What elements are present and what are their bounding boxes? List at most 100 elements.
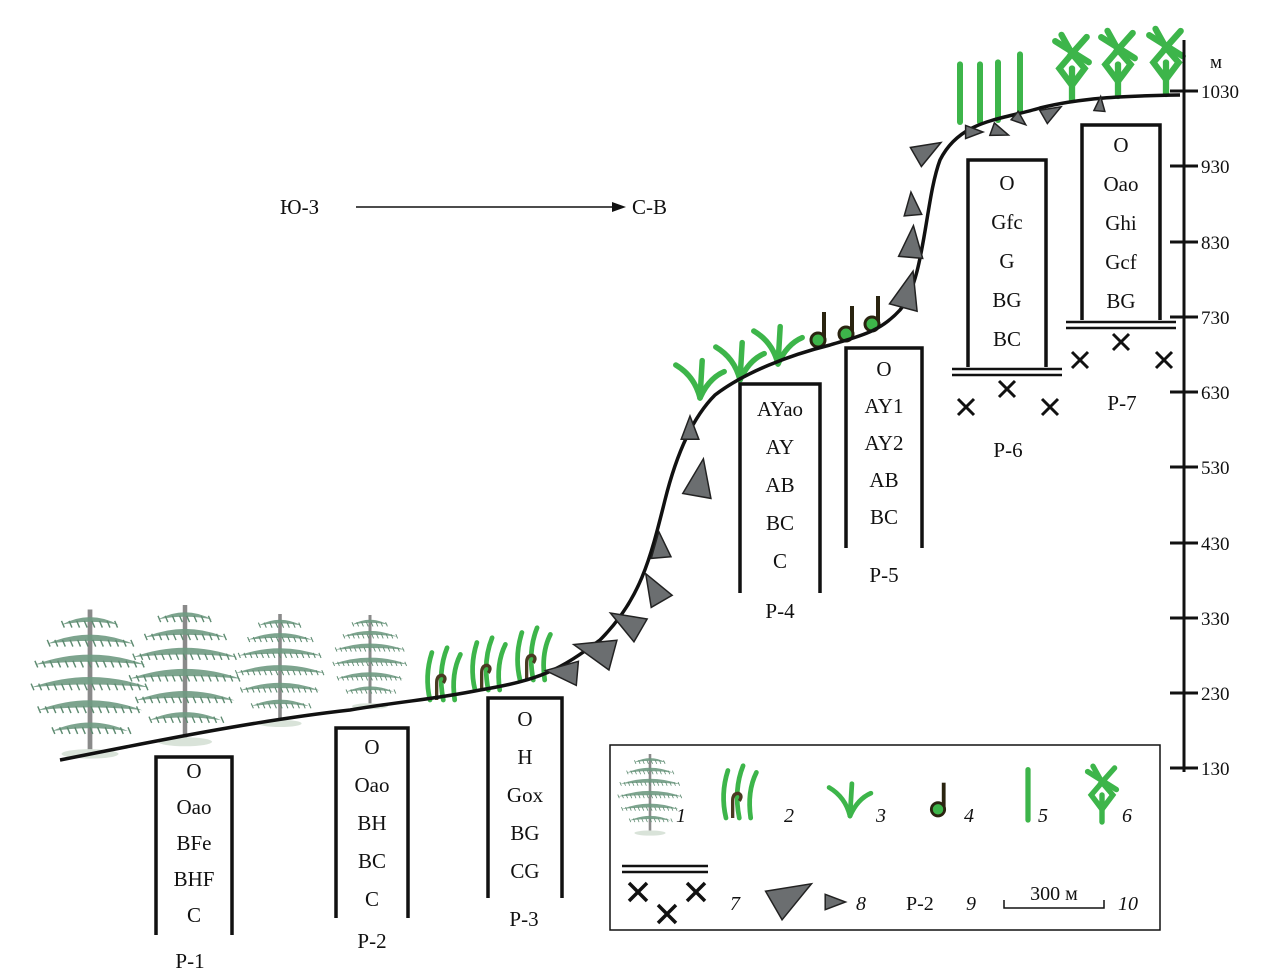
- soil-horizon-label: AB: [765, 473, 794, 497]
- transport-triangle: [964, 124, 986, 140]
- profile-id-label: Р-3: [509, 907, 538, 931]
- axis-tick-label: 530: [1201, 458, 1230, 479]
- transport-triangle: [571, 639, 618, 672]
- soil-horizon-label: AY1: [865, 394, 904, 418]
- soil-horizon-label: BG: [1106, 289, 1135, 313]
- soil-horizon-label: Gcf: [1105, 250, 1136, 274]
- grass-moss-icon: [721, 763, 759, 821]
- grass-moss-icon: [470, 635, 508, 693]
- soil-horizon-label: AY2: [865, 431, 904, 455]
- direction-indicator: Ю-З С-В: [280, 195, 667, 219]
- bedrock-symbol: [1066, 320, 1176, 370]
- axis-tick-label: 230: [1201, 684, 1230, 705]
- transport-triangle: [1092, 94, 1106, 113]
- transport-triangle: [909, 141, 943, 168]
- bedrock-symbol: [952, 367, 1062, 417]
- soil-horizon-label: BC: [870, 505, 898, 529]
- shrub-icon: [1052, 31, 1092, 104]
- transport-triangle: [608, 611, 649, 644]
- transport-triangle: [650, 529, 673, 560]
- transport-markers: [543, 94, 1106, 687]
- transport-triangle: [644, 571, 674, 609]
- transport-triangle: [903, 189, 923, 217]
- legend-number: 10: [1118, 893, 1138, 915]
- soil-horizon-label: O: [517, 707, 532, 731]
- axis-tick-label: 630: [1201, 383, 1230, 404]
- transport-triangle: [1038, 105, 1063, 125]
- soil-horizon-label: BFe: [176, 831, 211, 855]
- soil-horizon-label: Gfc: [991, 210, 1022, 234]
- transport-triangle: [543, 660, 580, 687]
- soil-horizon-label: CG: [510, 859, 539, 883]
- legend-number: 2: [784, 805, 794, 827]
- sedge-icon: [673, 357, 727, 401]
- soil-horizon-label: G: [999, 249, 1014, 273]
- transport-triangle: [1009, 109, 1028, 127]
- soil-horizon-label: Oao: [177, 795, 212, 819]
- legend-number: 1: [676, 805, 686, 827]
- larch-tree-icon: [30, 609, 149, 759]
- legend-profile-sample: Р-2: [906, 893, 934, 915]
- soil-horizon-label: BG: [992, 288, 1021, 312]
- soil-horizon-label: BC: [993, 327, 1021, 351]
- sedge-icon: [751, 323, 805, 367]
- profile-id-label: Р-1: [175, 949, 204, 973]
- larch-tree-icon: [128, 604, 241, 747]
- moss-icon: [837, 306, 855, 343]
- direction-to: С-В: [632, 195, 667, 219]
- soil-horizon-label: C: [187, 903, 201, 927]
- soil-horizon-label: C: [773, 549, 787, 573]
- moss-icon: [863, 296, 881, 333]
- transport-triangle: [680, 413, 700, 440]
- soil-horizon-label: AY: [766, 435, 794, 459]
- scale-bar: [1003, 900, 1105, 909]
- axis-tick-label: 330: [1201, 609, 1230, 630]
- soil-horizon-label: BH: [357, 811, 386, 835]
- soil-horizon-label: Oao: [1104, 172, 1139, 196]
- axis-unit: м: [1210, 52, 1222, 73]
- shrub-icon: [1098, 27, 1138, 100]
- legend-number: 4: [964, 805, 974, 827]
- direction-from: Ю-З: [280, 195, 319, 219]
- terrain-profile-line: [59, 93, 1181, 762]
- transport-triangle: [897, 223, 924, 260]
- transport-triangle: [681, 456, 712, 500]
- soil-horizon-label: Oao: [355, 773, 390, 797]
- transport-triangle: [988, 121, 1011, 137]
- legend-number: 7: [730, 893, 741, 915]
- axis-tick-label: 430: [1201, 534, 1230, 555]
- grass-moss-icon: [425, 645, 463, 703]
- larch-tree-icon: [617, 754, 683, 836]
- soil-horizon-label: AYao: [757, 397, 803, 421]
- vegetation-layer: [30, 25, 1186, 759]
- soil-horizon-label: Gox: [507, 783, 544, 807]
- transport-triangle: [764, 882, 814, 922]
- profile-id-label: Р-2: [357, 929, 386, 953]
- axis-tick-label: 130: [1201, 759, 1230, 780]
- profile-id-label: Р-6: [993, 438, 1022, 462]
- larch-tree-icon: [332, 614, 408, 710]
- scale-bar-label: 300 м: [1030, 883, 1078, 905]
- soil-horizon-label: O: [999, 171, 1014, 195]
- soil-horizon-label: BC: [766, 511, 794, 535]
- axis-tick-label: 1030: [1201, 82, 1239, 103]
- soil-horizon-label: C: [365, 887, 379, 911]
- profile-id-label: Р-4: [765, 599, 795, 623]
- bedrock-symbol: [622, 864, 708, 925]
- legend-number: 6: [1122, 805, 1132, 827]
- moss-icon: [929, 782, 947, 818]
- shrub-icon: [1146, 25, 1186, 98]
- profile-id-label: Р-7: [1107, 391, 1136, 415]
- shrub-icon: [1084, 763, 1120, 825]
- moss-icon: [809, 312, 827, 349]
- soil-horizon-label: O: [186, 759, 201, 783]
- soil-horizon-label: BG: [510, 821, 539, 845]
- legend-number: 9: [966, 893, 976, 915]
